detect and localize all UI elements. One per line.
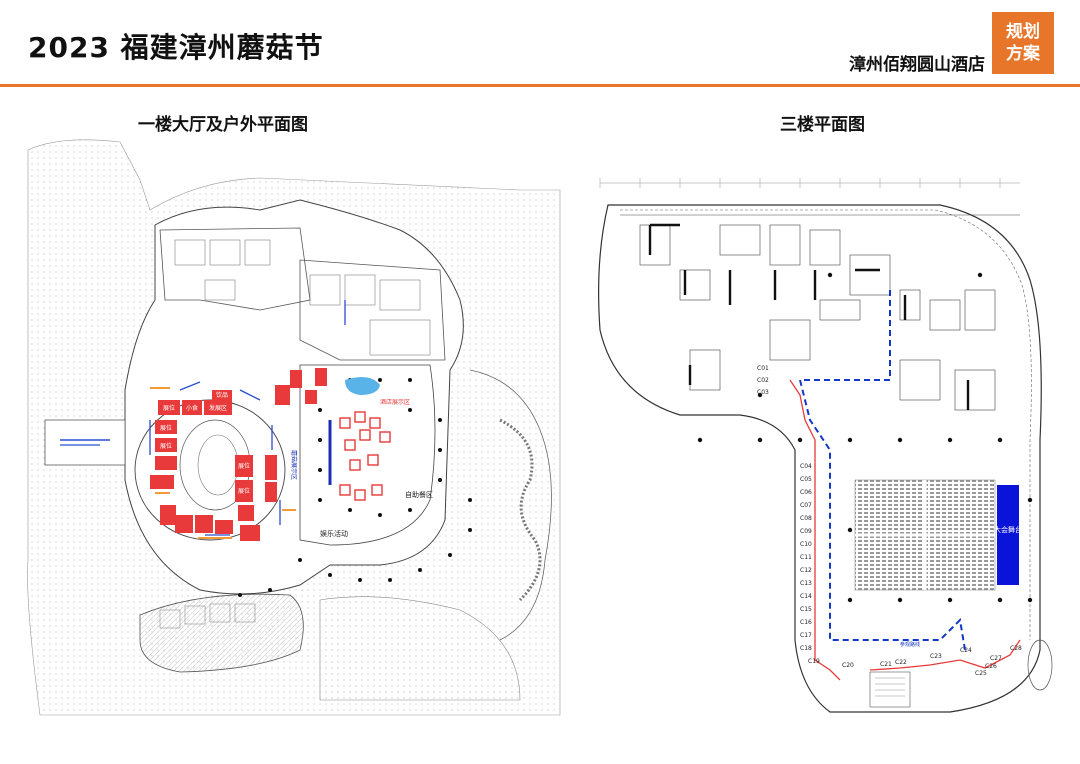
left-plan-title: 一楼大厅及户外平面图 — [138, 115, 308, 135]
booth-code: C04 — [800, 463, 812, 470]
booth-code: C01 — [757, 365, 769, 372]
booth-code: C10 — [800, 541, 812, 548]
booth-label: 小食 — [186, 404, 198, 412]
booth-code: C27 — [990, 655, 1002, 662]
booth-label: 饮品 — [216, 391, 228, 399]
stage-note: 蘑菇展示区 — [290, 450, 298, 480]
route-label: 参观路线 — [900, 641, 920, 648]
booth-code: C22 — [895, 659, 907, 666]
booth-code: C19 — [808, 658, 820, 665]
hotel-area-label: 酒店展示区 — [380, 398, 410, 406]
plan-badge: 规划 方案 — [992, 12, 1054, 74]
booth-code: C03 — [757, 389, 769, 396]
booth-code: C16 — [800, 619, 812, 626]
booth-code: C07 — [800, 502, 812, 509]
booth-code: C06 — [800, 489, 812, 496]
booth-label: 展位 — [163, 404, 175, 412]
self-service-label: 自助餐区 — [405, 490, 433, 499]
booth-code: C24 — [960, 647, 972, 654]
right-plan-title: 三楼平面图 — [780, 115, 865, 135]
left-floor-plan: 展位 小食 发展区 饮品 展位 展位 展位 展位 酒店展示区 蘑菇展示区 — [27, 139, 561, 716]
center-booths — [339, 411, 391, 501]
booth-code: C17 — [800, 632, 812, 639]
booth-label: 展位 — [160, 424, 172, 432]
visit-route — [798, 290, 966, 651]
booth-code: C21 — [880, 661, 892, 668]
badge-line-1: 规划 — [1006, 22, 1040, 42]
booth-label: 展位 — [238, 462, 250, 470]
venue-name: 漳州佰翔圆山酒店 — [849, 55, 985, 75]
main-stage-label: 大会舞台 — [994, 525, 1022, 534]
main-stage — [997, 485, 1019, 585]
booth-code: C11 — [800, 554, 812, 561]
page-title: 2023 福建漳州蘑菇节 — [28, 31, 324, 64]
badge-line-2: 方案 — [1006, 44, 1040, 64]
booth-code: C02 — [757, 377, 769, 384]
booth-code: C26 — [985, 663, 997, 670]
header-divider — [0, 84, 1080, 87]
booth-code: C20 — [842, 662, 854, 669]
booth-strip-left — [789, 379, 841, 681]
booth-code: C08 — [800, 515, 812, 522]
booth-code: C15 — [800, 606, 812, 613]
left-booth-labels: 展位 小食 发展区 饮品 展位 展位 展位 展位 — [160, 391, 250, 495]
booth-code: C25 — [975, 670, 987, 677]
booth-code: C18 — [800, 645, 812, 652]
entertainment-label: 娱乐活动 — [320, 529, 348, 538]
booth-code: C09 — [800, 528, 812, 535]
booth-label: 展位 — [160, 442, 172, 450]
booth-code: C05 — [800, 476, 812, 483]
booth-label: 展位 — [238, 487, 250, 495]
booth-strip-bottom — [869, 639, 1021, 671]
right-floor-plan: 大会舞台 C01 C02 C03 C04 C05 C06 C07 C08 C09… — [598, 178, 1053, 713]
booth-code: C28 — [1010, 645, 1022, 652]
left-booths — [150, 368, 327, 541]
booth-code: C14 — [800, 593, 812, 600]
booth-code: C12 — [800, 567, 812, 574]
booth-codes-left: C01 C02 C03 C04 C05 C06 C07 C08 C09 C10 … — [757, 365, 820, 665]
booth-code: C13 — [800, 580, 812, 587]
booth-codes-bottom: C20 C21 C22 C23 C24 C25 C26 C27 C28 — [842, 645, 1022, 677]
booth-label: 发展区 — [209, 404, 227, 412]
booth-code: C23 — [930, 653, 942, 660]
